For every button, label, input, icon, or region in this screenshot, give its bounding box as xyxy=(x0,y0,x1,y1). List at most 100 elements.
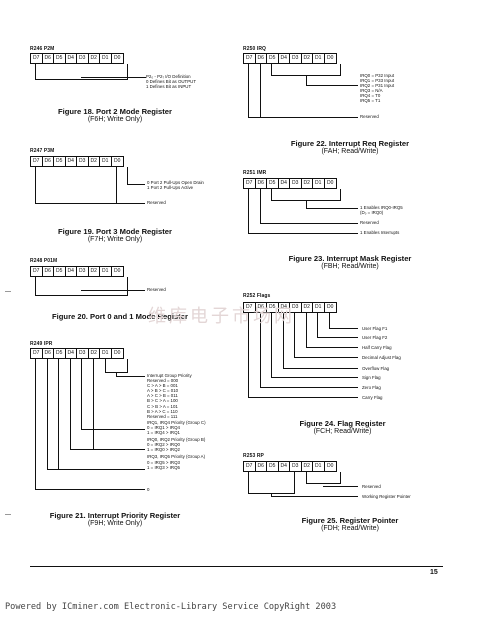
fig18-leader xyxy=(81,77,146,78)
fig21-line-d7 xyxy=(35,489,145,490)
bit-cell: D3 xyxy=(77,157,89,166)
bit-cell: D2 xyxy=(89,267,100,276)
watermark: 维库电子市场网 xyxy=(148,306,295,327)
fig24-line-d7 xyxy=(248,397,358,398)
bit-cell: D2 xyxy=(89,349,100,358)
fig19-pointer xyxy=(127,184,145,185)
bit-cell: D0 xyxy=(114,158,121,164)
bit-cell: D6 xyxy=(43,157,54,166)
fig24-flag-f1: User Flag F1 xyxy=(362,326,388,331)
bit-cell: D1 xyxy=(100,349,112,358)
bit-cell: D7 xyxy=(244,462,256,471)
fig25-reserved-leader xyxy=(323,486,358,487)
bit-cell: D0 xyxy=(114,350,121,356)
page-number: 15 xyxy=(430,569,438,576)
fig18-caption: Figure 18. Port 2 Mode Register (F6H; Wr… xyxy=(58,107,172,123)
bit-cell: D7 xyxy=(244,303,256,312)
fig24-line-d3 xyxy=(294,357,358,358)
bit-cell: D5 xyxy=(54,349,66,358)
bit-cell: D4 xyxy=(66,267,77,276)
bit-cell: D6 xyxy=(43,267,54,276)
fig24-caption: Figure 24. Flag Register (FCH; Read/Writ… xyxy=(299,419,386,435)
fig18-bracket xyxy=(127,64,128,80)
fig22-bracket xyxy=(260,64,261,118)
bit-cell: D3 xyxy=(290,179,302,188)
fig24-line-d6 xyxy=(260,387,358,388)
fig24-line-d2 xyxy=(306,313,307,348)
fig18-bracket xyxy=(35,64,36,80)
bit-cell: D3 xyxy=(290,54,302,63)
bit-cell: D7 xyxy=(31,157,43,166)
bit-cell: D0 xyxy=(327,55,334,61)
fig20-bracket xyxy=(35,295,128,296)
fig18-bracket xyxy=(35,79,128,80)
fig23-register-name: R251 IMR xyxy=(243,170,267,176)
fig23-enables: 1 Enables Interrupts xyxy=(360,230,400,235)
fig23-reserved: Reserved xyxy=(360,220,379,225)
footer-text: Powered by ICminer.com Electronic-Librar… xyxy=(5,602,337,612)
fig25-working-leader xyxy=(271,493,272,497)
fig23-description: 1 Enables IRQ0-IRQ5 (D₀ = IRQ0) xyxy=(360,205,403,216)
fig21-line-d3 xyxy=(81,359,82,430)
fig25-working-leader xyxy=(271,496,358,497)
fig19-bracket xyxy=(35,167,36,204)
bit-cell: D1 xyxy=(100,267,112,276)
fig21-priority-leader xyxy=(116,376,145,377)
fig21-line-d7 xyxy=(35,359,36,490)
fig20-caption: Figure 20. Port 0 and 1 Mode Register xyxy=(52,312,188,321)
fig24-line-d4 xyxy=(283,368,358,369)
scan-mark xyxy=(5,514,11,515)
bit-cell: D4 xyxy=(279,179,290,188)
bit-cell: D4 xyxy=(279,462,290,471)
fig24-line-d5 xyxy=(271,377,358,378)
bit-cell: D4 xyxy=(66,54,77,63)
fig25-reserved-bracket xyxy=(340,472,341,484)
fig25-reserved-bracket xyxy=(306,483,341,484)
bit-cell: D0 xyxy=(327,304,334,310)
fig23-d6-line xyxy=(260,189,261,224)
fig21-line-d4 xyxy=(70,359,71,450)
fig19-register-name: R247 P3M xyxy=(30,148,55,154)
bit-cell: D6 xyxy=(256,179,267,188)
bit-cell: D2 xyxy=(89,157,100,166)
fig22-register-name: R250 IRQ xyxy=(243,46,267,52)
bit-cell: D3 xyxy=(77,349,89,358)
fig21-description: Interrupt Group Priority Reserved = 000 … xyxy=(147,373,206,470)
fig24-line-d4 xyxy=(283,313,284,369)
fig25-bracket xyxy=(294,472,295,494)
fig22-bracket xyxy=(271,64,272,76)
bit-cell: D6 xyxy=(43,349,54,358)
page-rule xyxy=(30,566,443,567)
fig20-bracket xyxy=(35,277,36,296)
fig19-reserved: Reserved xyxy=(147,200,166,205)
fig21-line-d2 xyxy=(93,359,94,450)
fig19-bracket xyxy=(35,203,145,204)
fig19-caption: Figure 19. Port 3 Mode Register (F7H; Wr… xyxy=(58,227,172,243)
fig23-d7-line xyxy=(248,233,358,234)
fig24-flag-carry: Carry Flag xyxy=(362,395,383,400)
fig25-reserved: Reserved xyxy=(362,484,381,489)
fig19-description: 0 Port 2 Pull-Ups Open Drain 1 Port 2 Pu… xyxy=(147,180,204,191)
fig23-caption: Figure 23. Interrupt Mask Register (FBH;… xyxy=(288,254,412,270)
fig24-line-d5 xyxy=(271,313,272,378)
fig24-line-d3 xyxy=(294,313,295,358)
bit-cell: D1 xyxy=(100,157,112,166)
fig21-register-name: R249 IPR xyxy=(30,341,53,347)
fig21-line-d6 xyxy=(47,359,48,470)
fig25-caption: Figure 25. Register Pointer (FDH; Read/W… xyxy=(301,516,399,532)
bit-cell: D0 xyxy=(114,268,121,274)
fig24-line-d0 xyxy=(329,328,358,329)
fig23-bracket xyxy=(340,189,341,201)
fig21-line-d0 xyxy=(127,359,128,373)
fig24-line-d6 xyxy=(260,313,261,388)
fig25-bracket xyxy=(248,472,249,494)
bit-cell: D3 xyxy=(77,54,89,63)
fig20-reserved: Reserved xyxy=(147,287,166,292)
fig21-caption: Figure 21. Interrupt Priority Register (… xyxy=(49,511,181,527)
fig21-bracket xyxy=(116,372,117,377)
fig19-bracket xyxy=(116,167,117,204)
